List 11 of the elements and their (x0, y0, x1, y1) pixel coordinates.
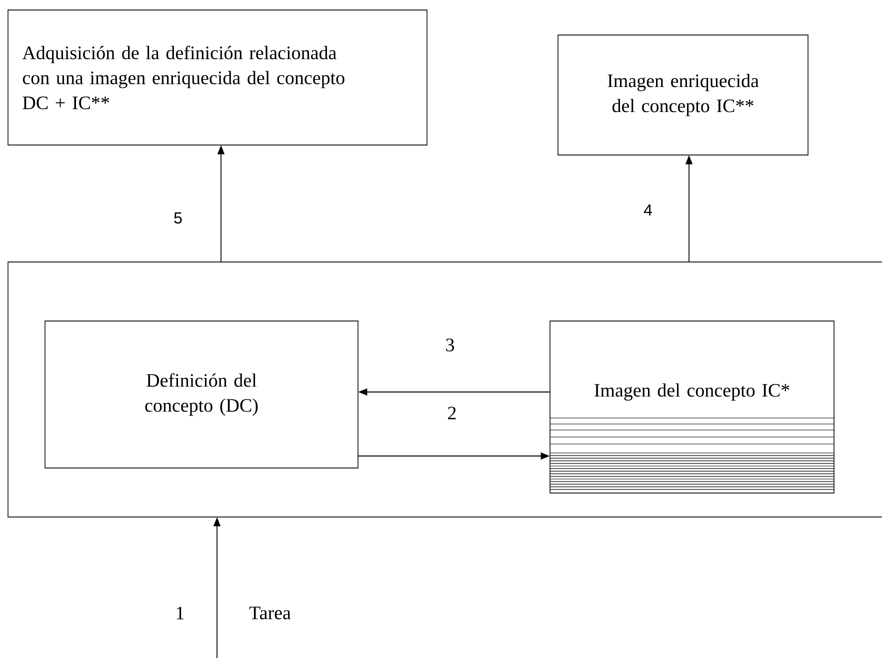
step-number: 3 (444, 338, 456, 352)
input-label: Tarea (249, 606, 291, 620)
step-number: 4 (642, 203, 654, 216)
step-number: 2 (446, 406, 458, 420)
container-box (8, 262, 882, 518)
step-number: 1 (174, 606, 186, 620)
concept-box: Definición del concepto (DC) (44, 320, 358, 468)
text-box: Imagen enriquecida del concepto IC** (558, 34, 808, 156)
step-number: 5 (172, 211, 184, 225)
concept-box: Imagen del concepto IC* (550, 320, 834, 494)
text-box: Adquisición de la definición relacionada con una imagen enriquecida del concepto DC + IC** (8, 10, 428, 146)
